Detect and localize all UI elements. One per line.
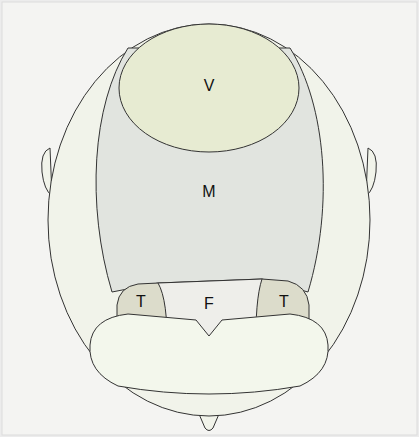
temporal-label-box: T (132, 290, 150, 314)
frontal-label-box: F (200, 292, 218, 316)
region-letter: F (204, 295, 214, 313)
frontal-border (158, 279, 262, 283)
region-letter: T (279, 293, 289, 311)
region-letter: T (136, 293, 146, 311)
region-letter: M (202, 183, 215, 201)
temporal-label-box: T (275, 290, 293, 314)
mid-scalp-label-box: M (198, 180, 220, 204)
vertex-region (119, 24, 299, 152)
face (90, 314, 328, 394)
vertex-label-box: V (200, 74, 219, 98)
head-outline (48, 24, 370, 416)
region-letter: V (204, 77, 215, 95)
